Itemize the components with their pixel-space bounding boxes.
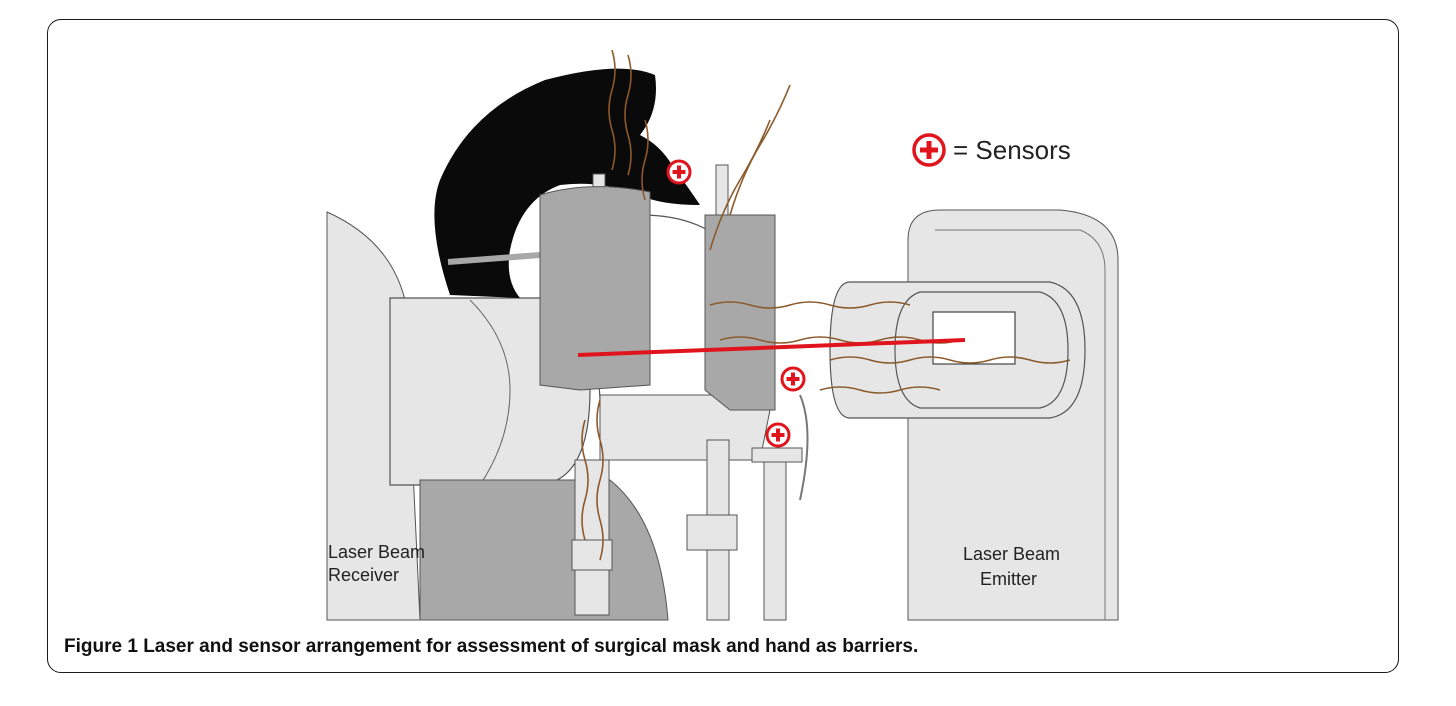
sensor-icon	[780, 366, 806, 392]
figure-label: Figure 1	[64, 636, 138, 657]
sensor-icon	[666, 159, 692, 185]
laser-beam	[577, 338, 966, 357]
figure-caption: Figure 1 Laser and sensor arrangement fo…	[64, 636, 918, 658]
stand	[571, 394, 809, 621]
emitter-label-line2: Emitter	[980, 569, 1037, 589]
legend: = Sensors	[912, 133, 1071, 167]
sensor-icon	[912, 133, 946, 167]
receiver-label-line1: Laser Beam	[328, 542, 425, 562]
figure-caption-text: Laser and sensor arrangement for assessm…	[143, 636, 919, 657]
airflow-lines	[581, 49, 1071, 561]
sensor-icon	[765, 422, 791, 448]
laser-beam-emitter	[829, 209, 1119, 621]
hand	[434, 68, 700, 298]
legend-label: = Sensors	[953, 135, 1071, 165]
mask-panels	[539, 164, 776, 411]
emitter-label-line1: Laser Beam	[963, 544, 1060, 564]
receiver-label-line2: Receiver	[328, 565, 399, 585]
